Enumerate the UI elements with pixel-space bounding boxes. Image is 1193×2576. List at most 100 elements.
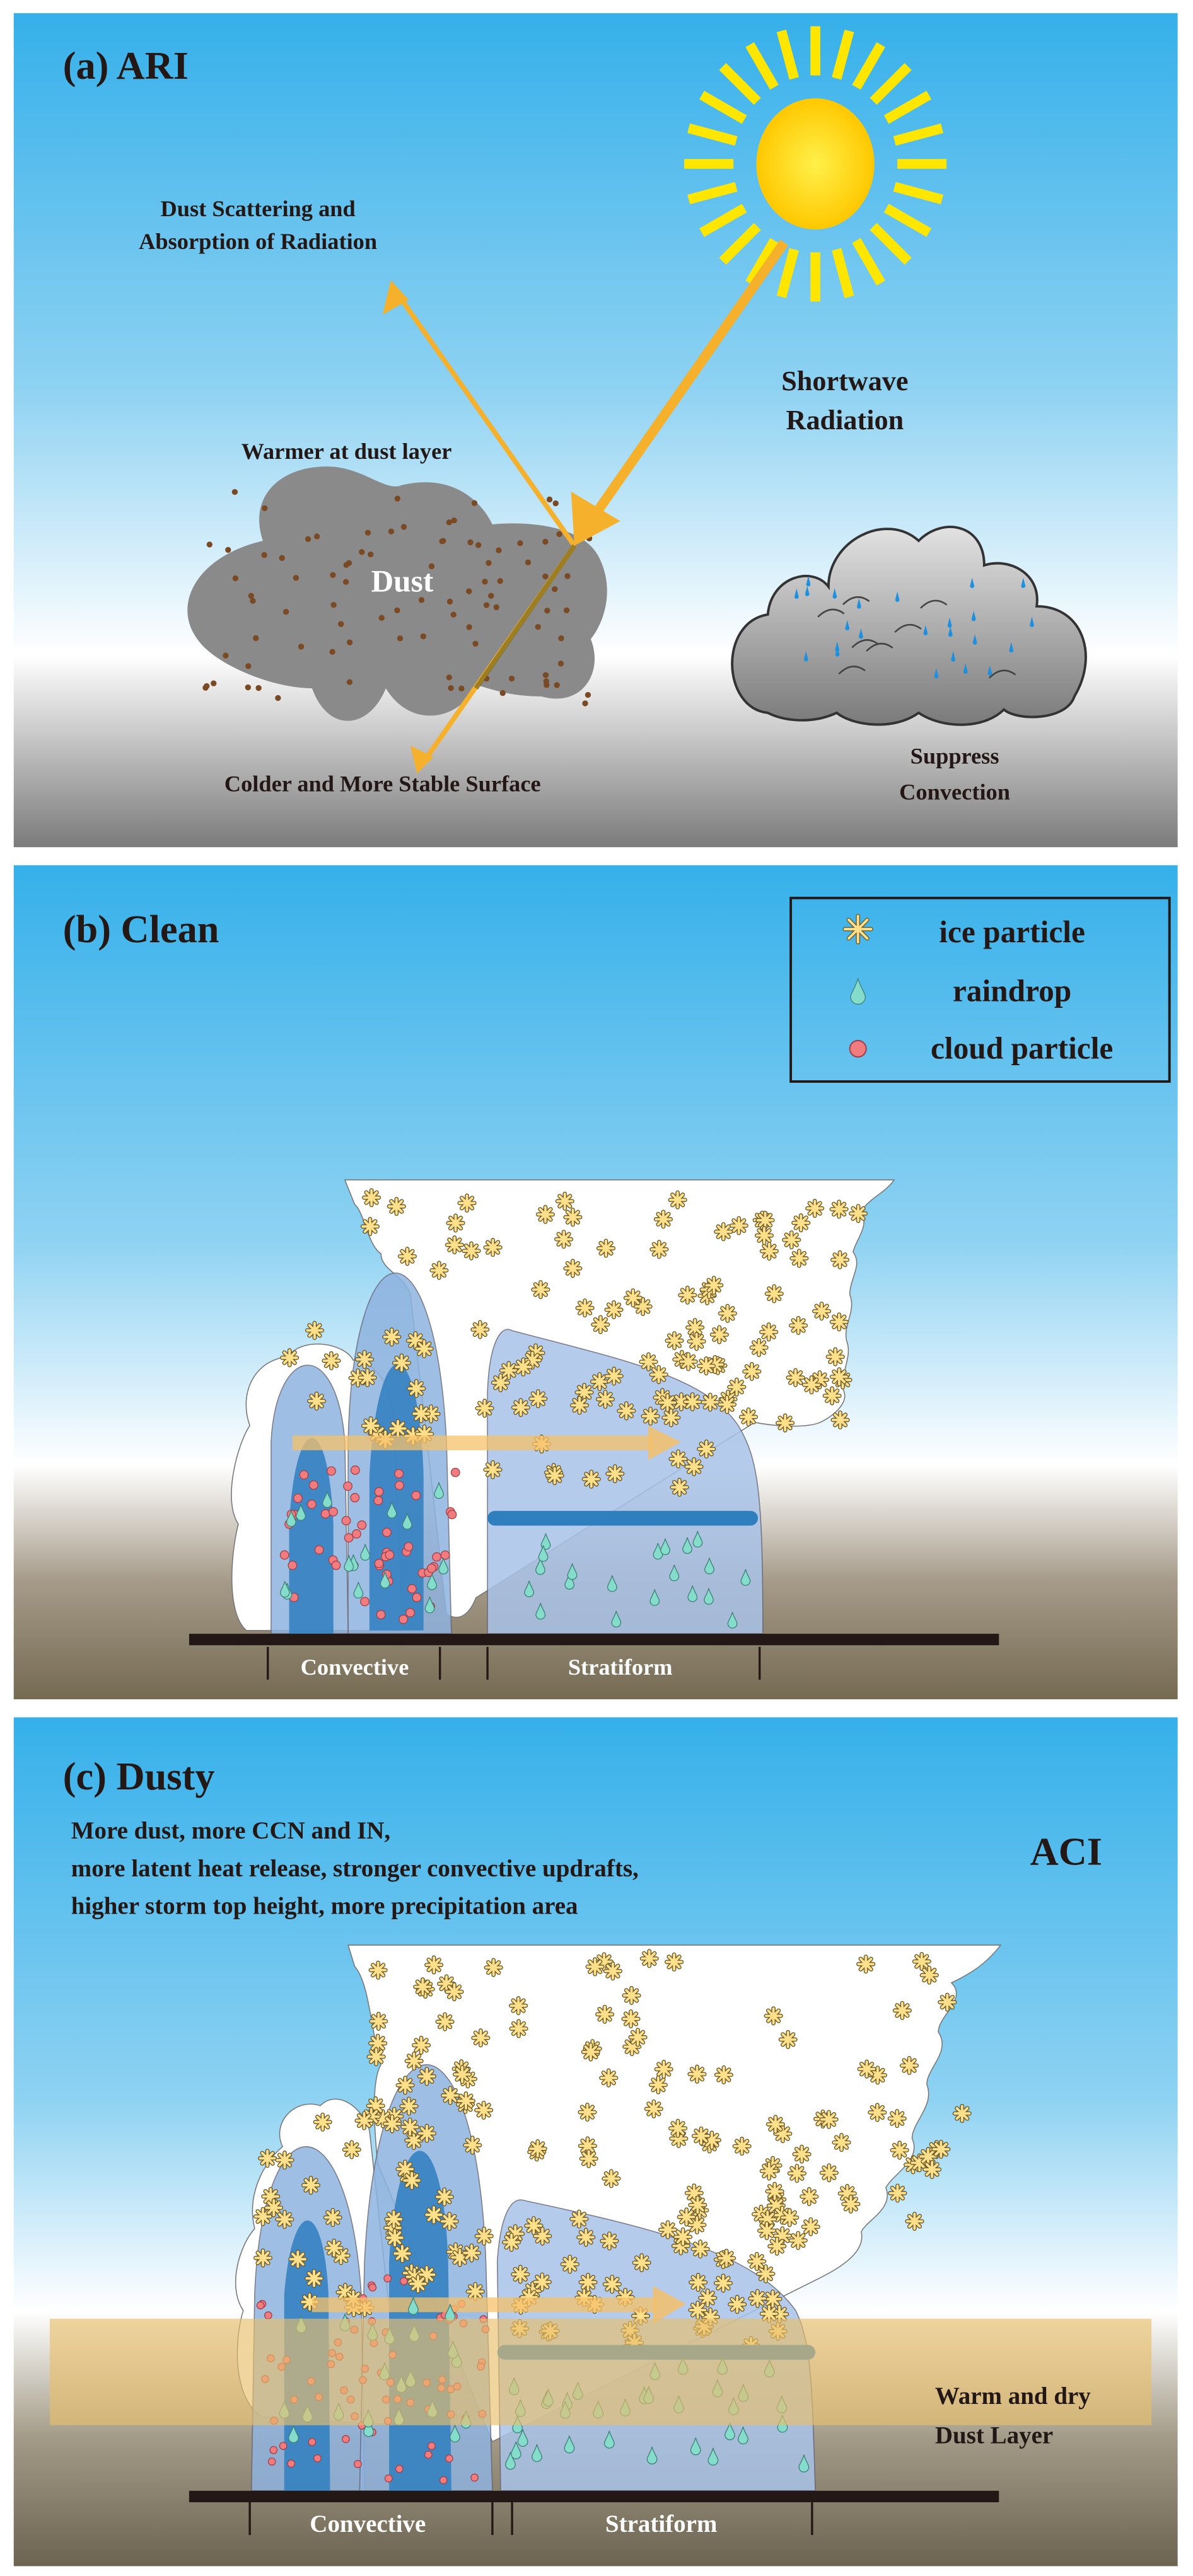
cloud-particle bbox=[368, 551, 374, 558]
ice-arm bbox=[673, 1481, 686, 1494]
ice-arm bbox=[606, 1964, 620, 1978]
aci-label: ACI bbox=[1030, 1830, 1102, 1874]
ice-arm bbox=[651, 2078, 665, 2092]
suppress-label-line1: Suppress bbox=[911, 744, 999, 769]
ice-arm bbox=[443, 2215, 456, 2228]
ice-particle bbox=[417, 2123, 437, 2143]
ice-particle bbox=[776, 1413, 795, 1433]
ice-particle bbox=[388, 1419, 408, 1438]
raindrop bbox=[279, 1581, 290, 1598]
raindrop bbox=[363, 2419, 375, 2437]
ice-arm bbox=[759, 1213, 772, 1227]
ice-particle bbox=[362, 1188, 381, 1208]
ice-particle bbox=[690, 2239, 710, 2259]
ice-arm bbox=[661, 1396, 674, 1409]
ice-arm bbox=[745, 1365, 759, 1378]
cloud-particle bbox=[394, 1469, 404, 1479]
ice-arm bbox=[291, 2253, 305, 2266]
ice-particle bbox=[764, 1284, 784, 1303]
ice-arm bbox=[860, 2062, 873, 2076]
ice-particle bbox=[361, 1416, 381, 1436]
ice-arm bbox=[581, 2275, 595, 2289]
ice-arm bbox=[468, 2285, 482, 2298]
ice-particle bbox=[531, 1279, 550, 1300]
scattered-radiation-arrow bbox=[399, 296, 577, 547]
ice-arm bbox=[256, 2251, 270, 2265]
sun-ray bbox=[883, 91, 932, 124]
ice-particle bbox=[275, 2151, 294, 2170]
ice-arm bbox=[395, 2247, 409, 2260]
ice-arm bbox=[922, 1968, 936, 1982]
ice-particle bbox=[404, 2051, 424, 2071]
ice-particle bbox=[648, 2075, 668, 2094]
ice-arm bbox=[581, 2139, 595, 2152]
ice-particle bbox=[673, 2227, 693, 2247]
cloud-particle bbox=[552, 500, 559, 507]
raindrop bbox=[505, 2452, 516, 2470]
ice-arm bbox=[742, 1410, 755, 1424]
cloud-particle bbox=[282, 609, 289, 615]
ice-arm bbox=[716, 2277, 730, 2290]
ice-arm bbox=[465, 2246, 479, 2260]
ice-particle bbox=[670, 1477, 689, 1497]
cloud-particle bbox=[439, 2476, 448, 2485]
legend-ice-label: ice particle bbox=[939, 915, 1085, 949]
ice-particle bbox=[369, 2011, 388, 2031]
ice-arm bbox=[593, 1375, 607, 1389]
cloud-particle bbox=[261, 552, 267, 558]
cloud-particle bbox=[554, 682, 560, 688]
ice-particle bbox=[288, 2250, 308, 2269]
ice-arm bbox=[783, 2211, 796, 2224]
ice-arm bbox=[598, 1392, 612, 1406]
ice-particle bbox=[545, 1466, 564, 1486]
cloud-particle bbox=[585, 691, 591, 698]
ice-particle bbox=[856, 1955, 876, 1974]
ice-arm bbox=[536, 2229, 549, 2243]
ice-particle bbox=[457, 1193, 477, 1213]
raindrop bbox=[407, 2297, 419, 2315]
shortwave-label-line1: Shortwave bbox=[781, 366, 908, 396]
ice-arm bbox=[625, 1989, 638, 2002]
cloud-particle bbox=[305, 536, 311, 542]
cloud-swirl bbox=[920, 599, 948, 609]
raindrop bbox=[687, 1585, 698, 1602]
cloud-particle bbox=[376, 1610, 386, 1620]
raindrop bbox=[532, 2444, 542, 2463]
ice-arm bbox=[859, 1957, 873, 1971]
ice-particle bbox=[407, 1378, 426, 1399]
raindrop bbox=[845, 620, 850, 631]
ice-arm bbox=[895, 2004, 909, 2018]
legend-rain-label: raindrop bbox=[953, 974, 1071, 1008]
cloud-particle bbox=[350, 1493, 360, 1503]
ice-particle bbox=[922, 2159, 942, 2180]
ice-particle bbox=[718, 1303, 737, 1323]
cloud-particle bbox=[288, 1561, 298, 1570]
ice-particle bbox=[767, 2236, 787, 2256]
ice-arm bbox=[339, 2285, 352, 2299]
cloud-particle bbox=[329, 1507, 338, 1516]
sun-ray bbox=[699, 91, 747, 124]
scattering-label-line2: Absorption of Radiation bbox=[139, 229, 377, 254]
ice-particle bbox=[698, 2288, 718, 2307]
ice-arm bbox=[752, 1341, 765, 1354]
warmer-label: Warmer at dust layer bbox=[242, 439, 452, 464]
ice-particle bbox=[678, 1285, 697, 1305]
sun-ray bbox=[832, 248, 854, 298]
ice-particle bbox=[633, 1297, 653, 1316]
ice-particle bbox=[759, 2304, 779, 2323]
ice-particle bbox=[322, 1351, 341, 1370]
ice-arm bbox=[871, 2106, 884, 2119]
ice-arm bbox=[713, 1328, 726, 1341]
ice-particle bbox=[825, 1347, 845, 1366]
ice-arm bbox=[832, 1315, 846, 1329]
ice-particle bbox=[952, 2104, 972, 2123]
ice-particle bbox=[677, 2207, 696, 2227]
raindrop bbox=[923, 625, 928, 635]
ice-particle bbox=[829, 1367, 849, 1387]
ice-arm bbox=[676, 2230, 690, 2244]
cloud-particle bbox=[482, 579, 488, 585]
ice-particle bbox=[323, 2208, 342, 2227]
ice-arm bbox=[460, 1196, 474, 1210]
ice-arm bbox=[558, 1194, 572, 1208]
ice-particle bbox=[424, 1955, 444, 1975]
